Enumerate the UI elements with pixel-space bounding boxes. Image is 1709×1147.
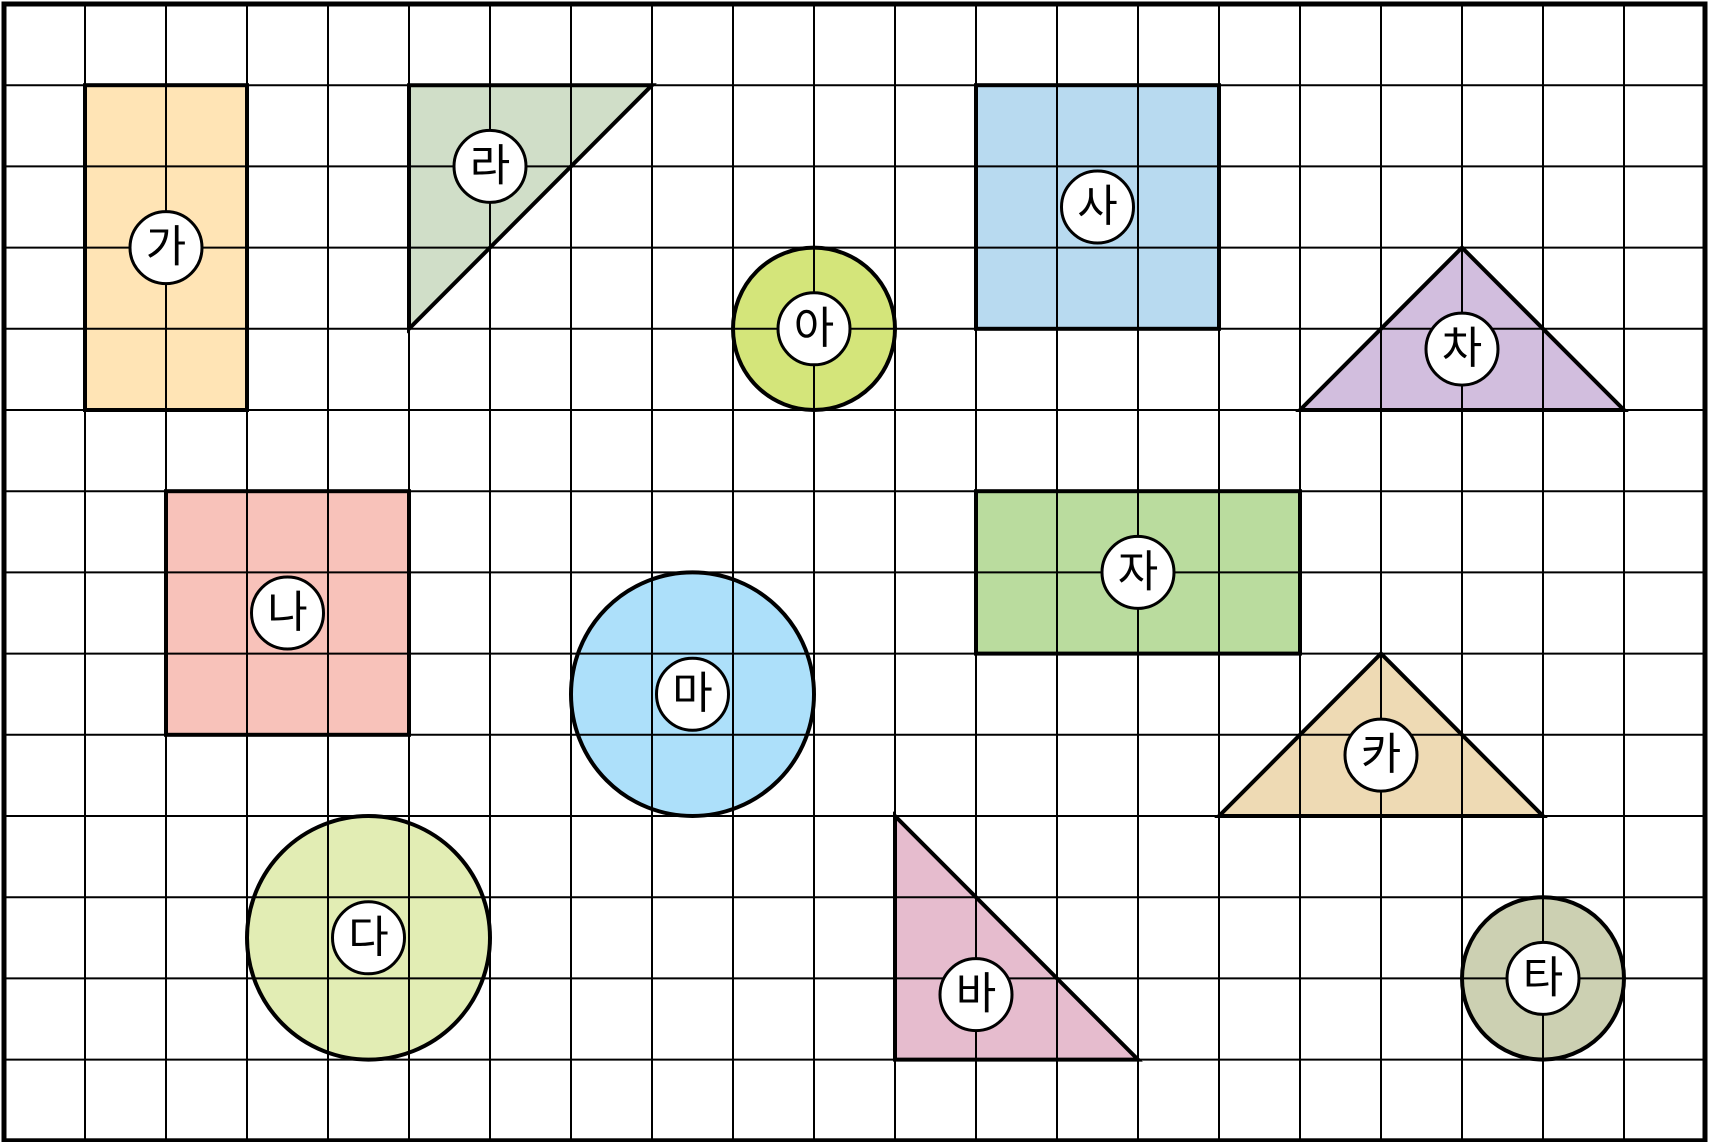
label-text: 가 <box>146 222 186 273</box>
shape-ka-label: 카 <box>1343 717 1419 793</box>
label-badge <box>128 210 204 286</box>
shape-ga-label: 가 <box>128 210 204 286</box>
shape-sa-label: 사 <box>1060 169 1135 245</box>
label-text: 타 <box>1523 952 1563 1003</box>
shape-a-outline <box>731 245 897 412</box>
label-text: 마 <box>672 668 712 719</box>
label-badge <box>655 656 730 732</box>
label-text: 차 <box>1442 323 1482 374</box>
shape-ma-outline <box>569 570 816 819</box>
shape-outlines <box>83 83 1629 1062</box>
label-badge <box>331 900 406 976</box>
label-text: 카 <box>1361 729 1401 780</box>
shape-a-label: 아 <box>776 291 852 367</box>
label-badge <box>938 957 1014 1033</box>
label-text: 바 <box>956 969 996 1020</box>
shape-ma-label: 마 <box>655 656 730 732</box>
label-badge <box>452 128 528 204</box>
label-text: 다 <box>348 912 388 963</box>
shape-ba-label: 바 <box>938 957 1014 1033</box>
label-text: 사 <box>1077 181 1117 232</box>
shape-na-label: 나 <box>250 575 325 651</box>
label-text: 나 <box>267 587 307 638</box>
label-badge <box>250 575 325 651</box>
label-badge <box>1343 717 1419 793</box>
shape-ra-label: 라 <box>452 128 528 204</box>
label-badge <box>1100 534 1176 610</box>
label-text: 라 <box>470 140 510 191</box>
label-badge <box>1424 311 1500 387</box>
label-badge <box>1505 940 1581 1016</box>
shape-ka-outline <box>1214 650 1548 818</box>
shape-ta-outline <box>1460 895 1626 1062</box>
shape-da-label: 다 <box>331 900 406 976</box>
label-text: 자 <box>1118 546 1158 597</box>
label-badge <box>776 291 852 367</box>
shape-ja-outline <box>974 489 1302 656</box>
shape-cha-outline <box>1295 244 1629 412</box>
shape-ra-outline <box>407 83 657 334</box>
shape-ga-outline <box>83 83 249 412</box>
shape-sa-outline <box>974 83 1221 331</box>
label-badge <box>1060 169 1135 245</box>
shape-ba-outline <box>893 811 1143 1062</box>
shape-ta-label: 타 <box>1505 940 1581 1016</box>
shape-ja-label: 자 <box>1100 534 1176 610</box>
shape-cha-label: 차 <box>1424 311 1500 387</box>
label-text: 아 <box>794 303 834 354</box>
shape-da-outline <box>245 814 492 1062</box>
shape-na-outline <box>164 489 411 737</box>
